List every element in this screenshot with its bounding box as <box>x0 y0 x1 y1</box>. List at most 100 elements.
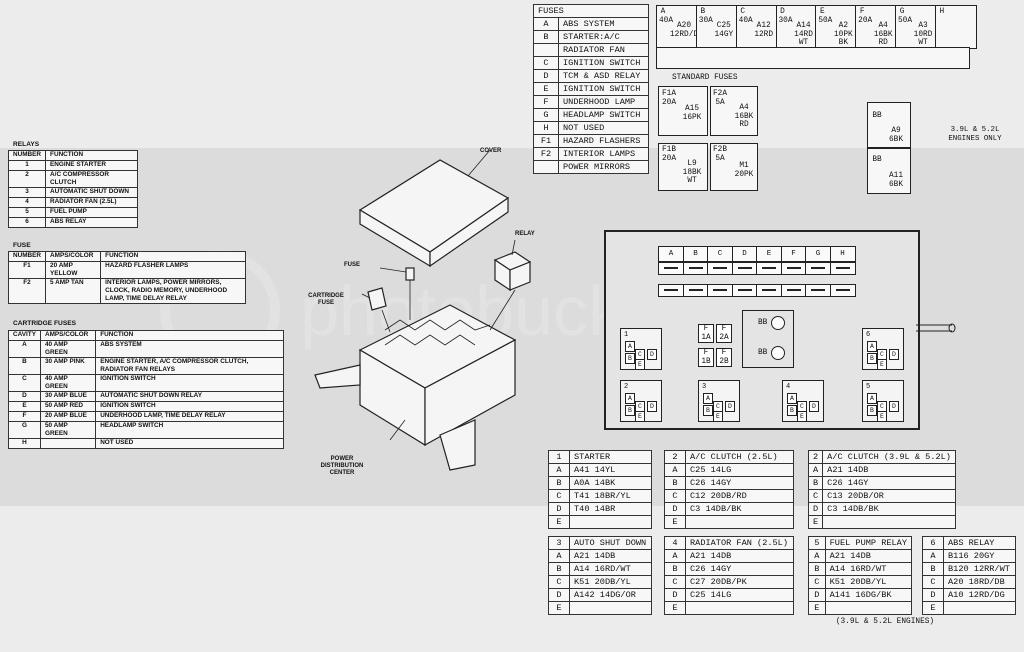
relay-pin: D <box>725 401 735 412</box>
pdc-fuse-slot <box>731 284 758 297</box>
pdc-bb-block <box>742 310 794 368</box>
pdc-fuse-slot <box>682 284 709 297</box>
fuses-title-row: FUSES <box>533 4 649 18</box>
standard-fuse-f1a <box>658 86 708 136</box>
pdc-fuse-f: F <box>780 246 807 262</box>
cartridge-cell: 20 AMP BLUE <box>39 411 97 422</box>
strip-cavity: H <box>939 8 945 16</box>
relay-number: 2 <box>624 383 629 391</box>
cartridge-cell: C <box>8 374 41 392</box>
pin-table-number: 2 <box>664 450 686 464</box>
cartridge-cell: UNDERHOOD LAMP, TIME DELAY RELAY <box>95 411 284 422</box>
a4-label: A4 16BK RD <box>734 104 754 129</box>
pin-table-row: E <box>548 601 652 615</box>
fuses-function: IGNITION SWITCH <box>558 56 649 70</box>
pin-circuit: A142 14DG/OR <box>569 588 652 602</box>
pin-letter: B <box>922 562 944 576</box>
pdc-callout: POWER DISTRIBUTION CENTER <box>320 456 364 476</box>
relay-pin: B <box>625 405 635 416</box>
fuses-letter: F <box>533 95 559 109</box>
pdc-fuse-b: B <box>682 246 709 262</box>
fuses-letter: C <box>533 56 559 70</box>
pin-table-title: FUEL PUMP RELAY <box>824 536 913 550</box>
pin-circuit: A21 14DB <box>824 549 913 563</box>
fuse-header: NUMBER <box>7 251 47 262</box>
cartridge-fuse-callout: CARTRIDGE FUSE <box>308 293 344 306</box>
fuse-cell: 20 AMP YELLOW <box>45 261 102 279</box>
pin-circuit: C25 14LG <box>685 463 794 477</box>
pdc-fuse-slot <box>756 284 782 297</box>
relay-pin: E <box>877 359 887 370</box>
pin-circuit: A21 14DB <box>685 549 794 563</box>
fuse-callout: FUSE <box>344 262 361 268</box>
cartridge-table-title: CARTRIDGE FUSES <box>13 320 77 327</box>
engines-note: (3.9L & 5.2L ENGINES) <box>835 618 935 626</box>
pdc-fuse-slot <box>780 284 807 297</box>
pin-circuit: C26 14GY <box>822 476 956 490</box>
pin-letter: E <box>664 601 686 615</box>
pin-letter: E <box>664 515 686 529</box>
pdc-fuse-e: E <box>756 246 782 262</box>
strip-circuit: C25 14GY <box>714 22 734 39</box>
relay-pin: D <box>889 401 899 412</box>
pin-table-number: 6 <box>922 536 944 550</box>
cartridge-cell: 30 AMP BLUE <box>39 391 97 402</box>
strip-fuse-g <box>895 5 938 49</box>
relays-cell: ENGINE STARTER <box>45 160 138 171</box>
fuse-header: FUNCTION <box>100 251 246 262</box>
strip-circuit: A20 12RD/DG <box>670 22 703 39</box>
pin-circuit: A0A 14BK <box>569 476 652 490</box>
relays-cell: A/C COMPRESSOR CLUTCH <box>45 170 138 188</box>
pin-letter: E <box>808 601 826 615</box>
standard-fuse-f1b <box>658 143 708 191</box>
relay-number: 4 <box>786 383 791 391</box>
relay-pin: E <box>635 359 645 370</box>
strip-cavity: G <box>899 8 905 16</box>
pin-circuit: T40 14BR <box>569 502 652 516</box>
cartridge-cell: G <box>8 421 41 439</box>
relays-header: NUMBER <box>7 150 47 161</box>
a15-label: A15 16PK <box>682 105 702 122</box>
pin-letter: E <box>548 515 570 529</box>
fuses-title: FUSES <box>533 4 649 18</box>
l9-label: L9 18BK WT <box>682 160 702 185</box>
fuse-cell: HAZARD FLASHER LAMPS <box>100 261 246 279</box>
fuses-function: POWER MIRRORS <box>558 160 649 174</box>
relay-number: 1 <box>624 331 629 339</box>
pdc-fuse-slot <box>658 284 684 297</box>
relays-cell: 4 <box>7 197 47 208</box>
pin-table-row: E <box>808 601 913 615</box>
pin-circuit: B120 12RR/WT <box>943 562 1016 576</box>
fuses-letter: A <box>533 17 559 31</box>
pdc-f1a: F 1A <box>698 324 714 343</box>
pin-letter: A <box>548 549 570 563</box>
fuse-cell: INTERIOR LAMPS, POWER MIRRORS, CLOCK, RA… <box>100 278 246 304</box>
strip-amp: 20A <box>858 17 873 25</box>
relay-pin: E <box>635 411 645 422</box>
strip-cavity: B <box>700 8 706 16</box>
pdc-bb: BB <box>758 319 768 327</box>
pin-circuit: A20 18RD/DB <box>943 575 1016 589</box>
strip-cavity: E <box>820 8 825 16</box>
fuses-row: POWER MIRRORS <box>533 160 649 174</box>
pdc-fuse-slot <box>780 262 807 275</box>
pin-letter: D <box>808 588 826 602</box>
pdc-fuse-slot <box>682 262 709 275</box>
